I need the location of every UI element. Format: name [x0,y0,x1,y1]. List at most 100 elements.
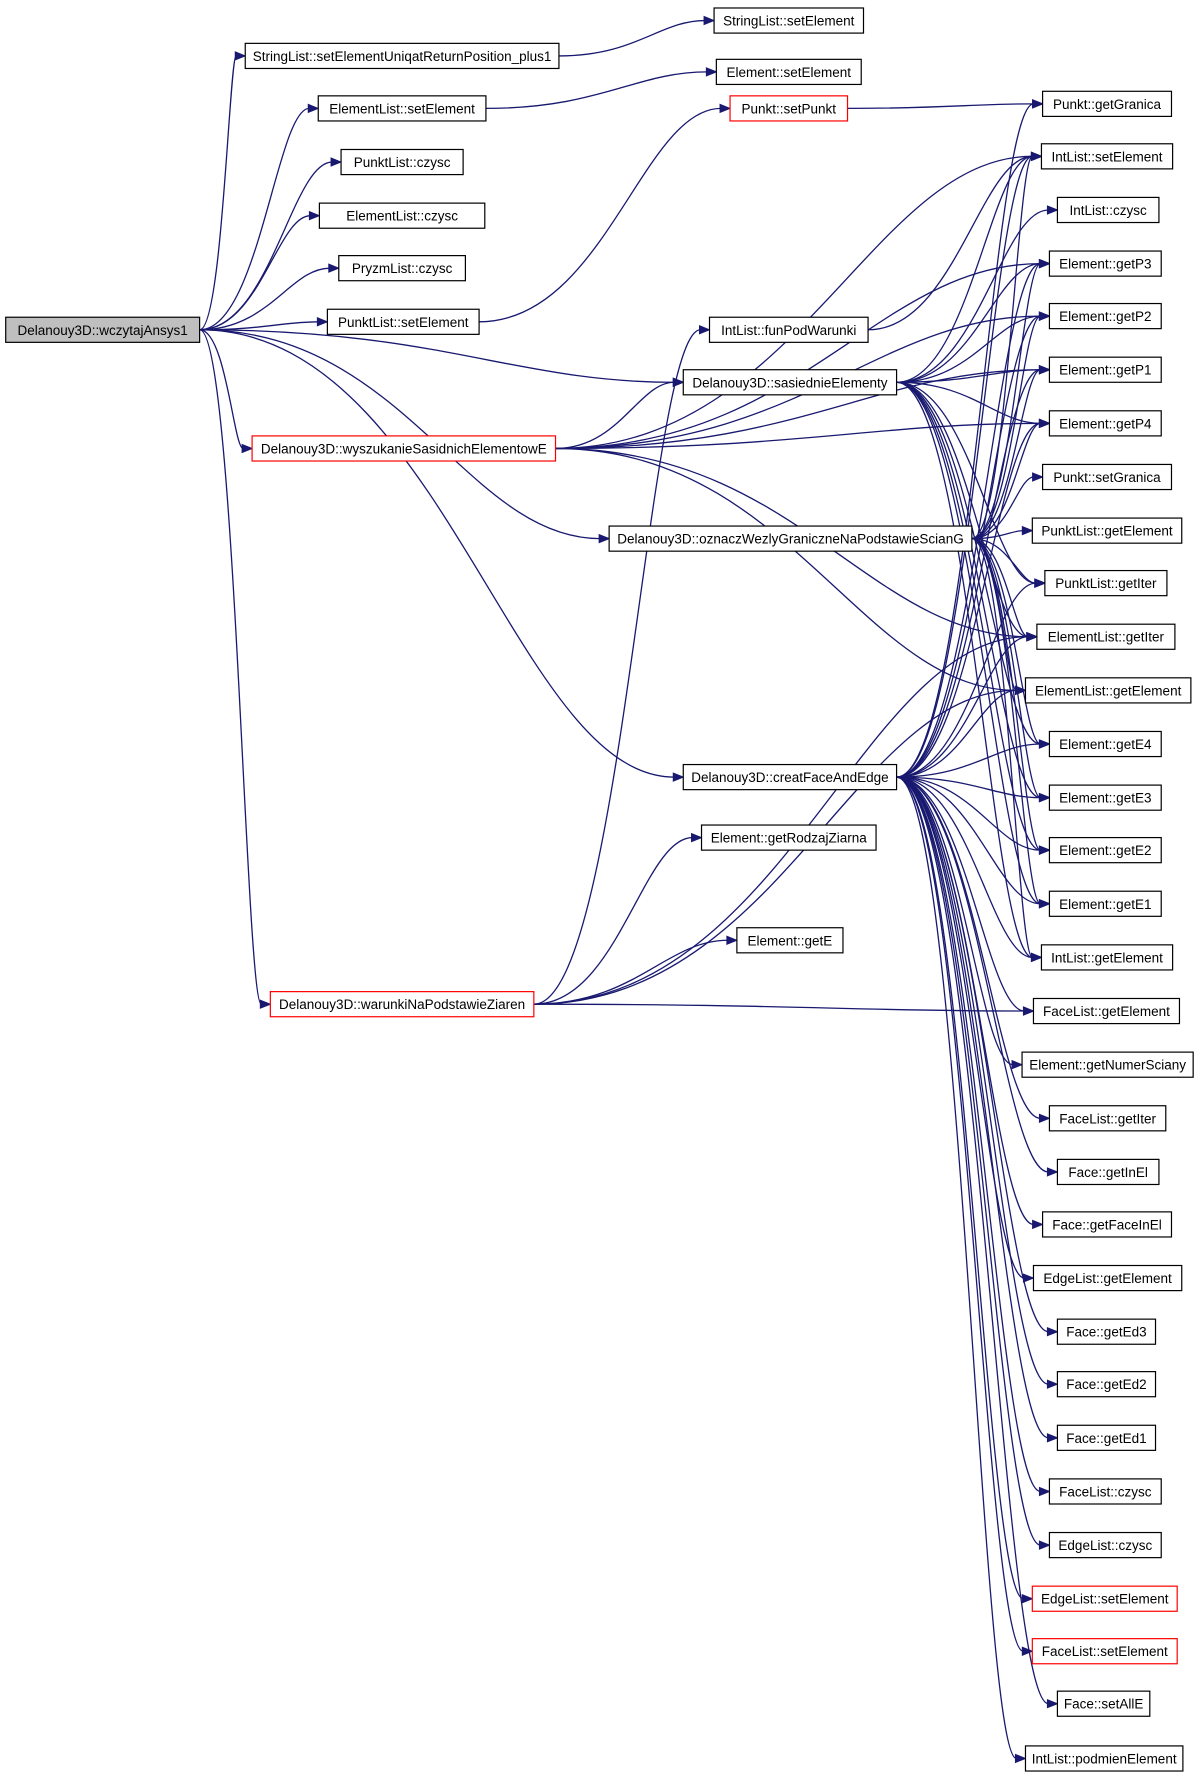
node-podm[interactable]: IntList::podmienElement [1024,1745,1184,1772]
node-setgr[interactable]: Punkt::setGranica [1041,463,1173,491]
edge-creat-to-fliter [896,776,1051,1124]
edge-sasied-to-ge1 [896,381,1051,909]
edge-creat-to-faceinel [896,776,1044,1230]
node-label: FaceList::getElement [1043,1004,1170,1019]
edge-creat-to-edset [896,776,1034,1604]
node-ilcz[interactable]: IntList::czysc [1056,196,1160,224]
node-label: EdgeList::getElement [1043,1271,1172,1286]
node-label: Punkt::setGranica [1053,470,1161,485]
node-elset[interactable]: Element::setElement [715,58,862,86]
edge-warunki-to-funpod [533,325,711,1005]
edge-sasied-to-gp1 [896,364,1051,383]
edge-sasied-to-ge2 [896,381,1051,855]
edge-creat-to-inel [896,776,1059,1177]
node-fliter[interactable]: FaceList::getIter [1048,1105,1167,1132]
node-label: PunktList::getIter [1055,576,1157,591]
node-edset[interactable]: EdgeList::setElement [1031,1585,1178,1612]
node-rodz[interactable]: Element::getRodzajZiarna [700,824,877,851]
node-label: EdgeList::setElement [1041,1592,1169,1607]
node-oznacz[interactable]: Delanouy3D::oznaczWezlyGraniczneNaPodsta… [608,525,973,552]
node-ge4[interactable]: Element::getE4 [1048,730,1162,758]
node-edget[interactable]: EdgeList::getElement [1032,1264,1183,1292]
node-pryzm[interactable]: PryzmList::czysc [338,255,466,282]
node-faceinel[interactable]: Face::getFaceInEl [1041,1211,1173,1238]
edge-oznacz-to-setgr [971,472,1044,540]
node-root[interactable]: Delanouy3D::wczytajAnsys1 [5,316,201,343]
edge-pls-to-setpunkt [479,103,732,323]
edge-root-to-pls [199,317,329,331]
node-label: EdgeList::czysc [1058,1538,1152,1553]
edge-creat-to-setalle [896,776,1059,1709]
edge-root-to-oznacz [199,329,611,544]
node-label: Delanouy3D::oznaczWezlyGraniczneNaPodsta… [617,532,963,547]
node-funpod[interactable]: IntList::funPodWarunki [708,316,869,343]
node-ge1[interactable]: Element::getE1 [1048,890,1162,917]
node-label: FaceList::czysc [1059,1484,1152,1499]
edge-els-to-elset [485,67,718,110]
node-label: PunktList::getElement [1041,524,1173,539]
node-label: Delanouy3D::wyszukanieSasidnichElementow… [261,441,547,456]
node-label: Element::getE3 [1059,791,1151,806]
edge-wyszuk-to-sasied [555,377,685,450]
node-label: Delanouy3D::sasiednieElementy [692,375,887,390]
node-els[interactable]: ElementList::setElement [317,95,487,122]
node-flcz[interactable]: FaceList::czysc [1048,1478,1162,1505]
node-eliter[interactable]: ElementList::getIter [1036,623,1176,650]
edge-sasied-to-gp2 [896,311,1051,383]
node-edcz[interactable]: EdgeList::czysc [1048,1531,1162,1559]
edge-creat-to-flset [896,776,1034,1656]
node-label: StringList::setElementUniqatReturnPositi… [253,49,552,64]
node-ed2[interactable]: Face::getEd2 [1056,1371,1157,1398]
edge-sasied-to-pliter [896,381,1047,588]
node-label: IntList::czysc [1070,203,1148,218]
edge-wyszuk-to-elget [555,447,1027,696]
edge-creat-to-gp1 [896,364,1051,778]
node-creat[interactable]: Delanouy3D::creatFaceAndEdge [682,763,898,791]
node-gp4[interactable]: Element::getP4 [1048,410,1162,437]
node-elget[interactable]: ElementList::getElement [1024,677,1192,704]
node-ilget[interactable]: IntList::getElement [1040,944,1174,971]
node-setpunkt[interactable]: Punkt::setPunkt [729,95,849,122]
node-label: Element::getP1 [1059,363,1151,378]
node-ed3[interactable]: Face::getEd3 [1056,1318,1157,1345]
node-pls[interactable]: PunktList::setElement [326,308,480,335]
node-label: Face::getEd3 [1066,1325,1146,1340]
node-elc[interactable]: ElementList::czysc [318,202,486,229]
node-plget[interactable]: PunktList::getElement [1031,517,1183,544]
node-flset[interactable]: FaceList::setElement [1031,1638,1178,1665]
node-ge2[interactable]: Element::getE2 [1048,836,1162,864]
node-numsc[interactable]: Element::getNumerSciany [1021,1051,1194,1078]
node-ilset[interactable]: IntList::setElement [1040,143,1174,170]
node-ed1[interactable]: Face::getEd1 [1056,1424,1157,1451]
node-gp1[interactable]: Element::getP1 [1048,356,1162,383]
node-wyszuk[interactable]: Delanouy3D::wyszukanieSasidnichElementow… [251,435,557,462]
node-flget[interactable]: FaceList::getElement [1032,997,1181,1025]
node-warunki[interactable]: Delanouy3D::warunkiNaPodstawieZiaren [269,991,535,1018]
edge-sasied-to-eliter [896,381,1039,642]
node-label: ElementList::setElement [329,101,475,116]
node-plc[interactable]: PunktList::czysc [340,148,464,176]
node-strset[interactable]: StringList::setElement [713,7,865,34]
edge-creat-to-ed1 [896,776,1059,1443]
node-gp3[interactable]: Element::getP3 [1048,250,1162,277]
edge-sasied-to-ilcz [896,205,1059,383]
node-getE[interactable]: Element::getE [736,927,844,954]
node-label: StringList::setElement [723,14,855,29]
node-ge3[interactable]: Element::getE3 [1048,784,1162,811]
node-sasied[interactable]: Delanouy3D::sasiednieElementy [682,369,898,396]
node-label: Punkt::setPunkt [742,101,837,116]
node-strl[interactable]: StringList::setElementUniqatReturnPositi… [244,42,560,70]
node-label: Element::getE1 [1059,897,1151,912]
edge-sasied-to-ge4 [896,381,1051,749]
node-pliter[interactable]: PunktList::getIter [1044,569,1168,597]
node-inel[interactable]: Face::getInEl [1056,1158,1160,1186]
node-label: Delanouy3D::warunkiNaPodstawieZiaren [279,997,525,1012]
node-label: FaceList::setElement [1042,1644,1168,1659]
node-label: PunktList::setElement [338,315,469,330]
edge-warunki-to-flget [533,1003,1035,1016]
edge-root-to-els [199,103,320,331]
node-gp2[interactable]: Element::getP2 [1048,302,1162,330]
node-setalle[interactable]: Face::setAllE [1056,1690,1151,1717]
edge-creat-to-edcz [896,776,1051,1550]
node-getgr[interactable]: Punkt::getGranica [1041,90,1173,117]
